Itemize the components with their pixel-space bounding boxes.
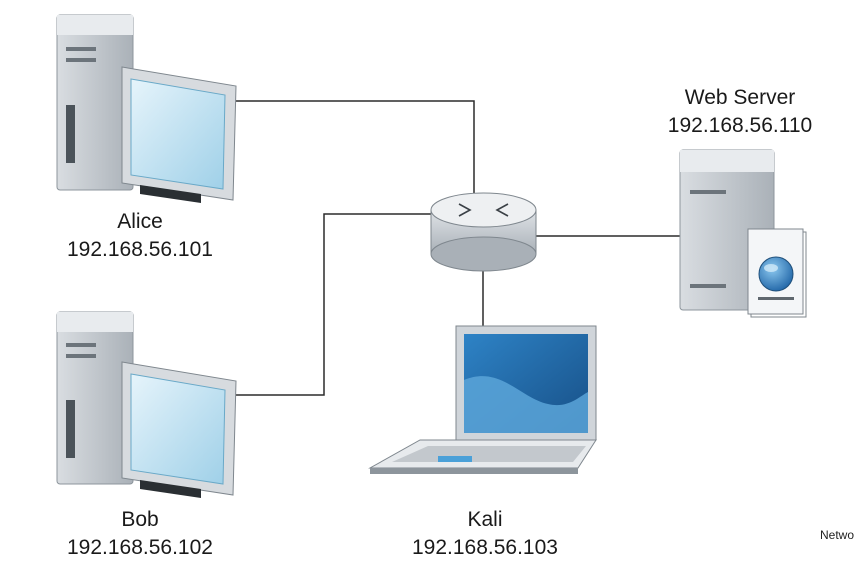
- web-server-icon: [679, 149, 807, 318]
- web-server-ip: 192.168.56.110: [667, 114, 813, 137]
- bob-name: Bob: [121, 508, 159, 531]
- alice-ip: 192.168.56.101: [67, 238, 213, 261]
- web-server-label: Web Server 192.168.56.110: [630, 84, 850, 140]
- link-bob-router: [236, 213, 431, 396]
- bob-computer-icon: [56, 311, 237, 498]
- kali-name: Kali: [467, 508, 503, 531]
- router-icon: [430, 192, 537, 272]
- alice-label: Alice 192.168.56.101: [30, 208, 250, 264]
- kali-laptop-icon: [368, 325, 597, 474]
- link-alice-router: [236, 100, 475, 200]
- bob-label: Bob 192.168.56.102: [30, 506, 250, 562]
- alice-computer-icon: [56, 14, 237, 203]
- caption-text: Netwo: [820, 528, 855, 542]
- web-server-name: Web Server: [684, 86, 796, 109]
- kali-label: Kali 192.168.56.103: [375, 506, 595, 562]
- bob-ip: 192.168.56.102: [67, 536, 213, 559]
- alice-name: Alice: [117, 210, 163, 233]
- connections: [236, 100, 680, 396]
- kali-ip: 192.168.56.103: [412, 536, 558, 559]
